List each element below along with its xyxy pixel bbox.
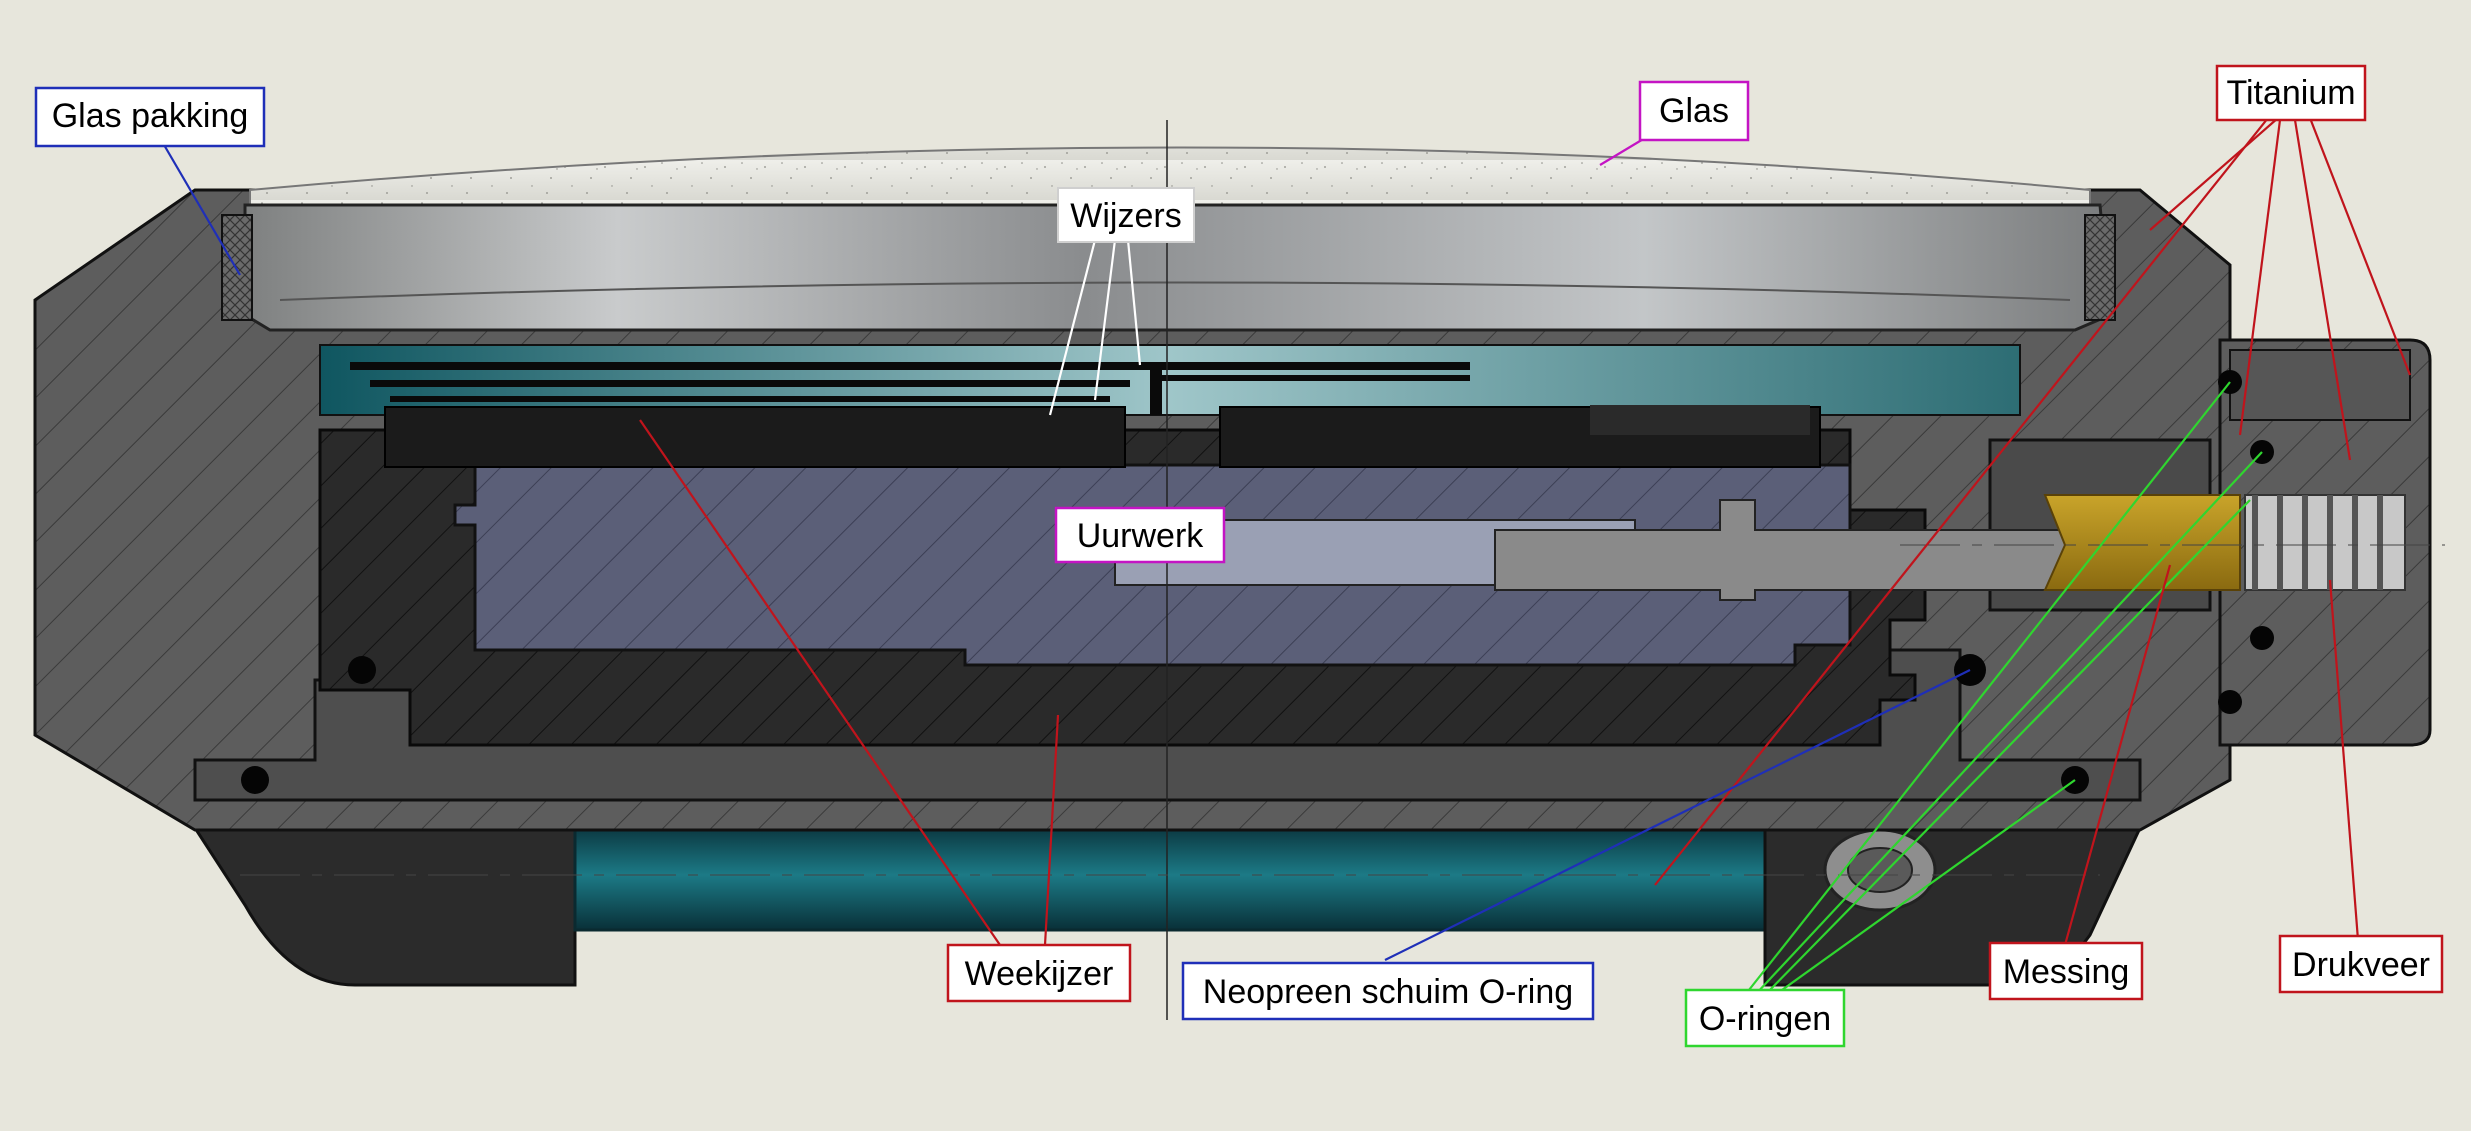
svg-text:Neopreen schuim O-ring: Neopreen schuim O-ring xyxy=(1203,973,1573,1011)
compression-spring xyxy=(2244,494,2406,591)
crystal xyxy=(243,146,2112,332)
glass-gasket xyxy=(221,214,2116,321)
svg-text:Drukveer: Drukveer xyxy=(2292,946,2430,984)
label-glas-pakking: Glas pakking xyxy=(34,86,266,148)
svg-text:Wijzers: Wijzers xyxy=(1070,197,1181,235)
label-uurwerk: Uurwerk xyxy=(1054,506,1226,564)
label-messing: Messing xyxy=(1988,941,2144,1001)
o-rings xyxy=(241,370,2274,794)
center-axes xyxy=(240,120,2445,1020)
svg-text:Titanium: Titanium xyxy=(2226,74,2355,112)
svg-text:Weekijzer: Weekijzer xyxy=(965,955,1114,993)
svg-text:Uurwerk: Uurwerk xyxy=(1077,517,1205,555)
label-drukveer: Drukveer xyxy=(2278,934,2444,994)
svg-text:O-ringen: O-ringen xyxy=(1699,1000,1831,1038)
svg-text:Messing: Messing xyxy=(2003,953,2130,991)
label-glas: Glas xyxy=(1638,80,1750,142)
svg-text:Glas: Glas xyxy=(1659,92,1729,130)
svg-text:Glas pakking: Glas pakking xyxy=(52,97,249,135)
label-titanium: Titanium xyxy=(2215,64,2367,122)
brass-bushing xyxy=(2043,494,2241,591)
hands xyxy=(350,362,1470,415)
movement xyxy=(453,463,1852,667)
label-wijzers: Wijzers xyxy=(1057,187,1195,243)
label-weekijzer: Weekijzer xyxy=(946,943,1132,1003)
strap-lug-left xyxy=(192,826,577,987)
label-neopreen: Neopreen schuim O-ring xyxy=(1181,961,1595,1021)
label-o-ringen: O-ringen xyxy=(1684,988,1846,1048)
leader-lines xyxy=(159,117,2412,996)
